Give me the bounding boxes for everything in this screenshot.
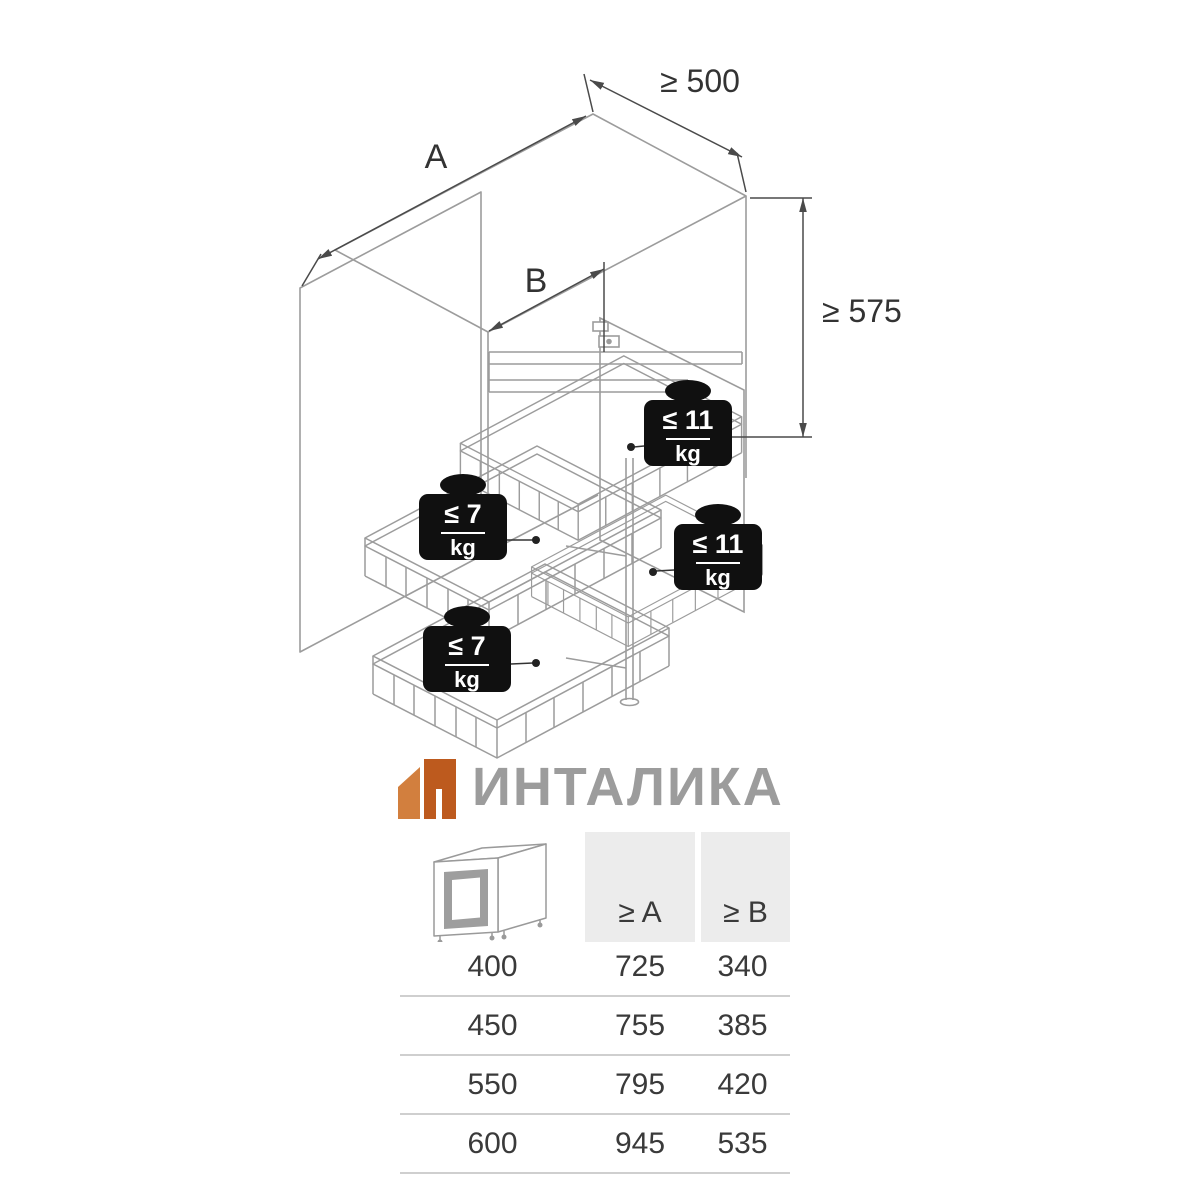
dim-label-depth-min: ≥ 500 [660, 63, 740, 99]
table-cell: 450 [467, 1008, 518, 1042]
dim-label-opening: B [525, 262, 548, 300]
dim-line-B [488, 268, 605, 332]
hinge-icon [592, 321, 609, 332]
leader-dot [649, 568, 657, 576]
leader-dot [532, 659, 540, 667]
table-cell: 400 [467, 949, 518, 983]
dimension-lines [301, 73, 812, 438]
table-cell: 550 [467, 1067, 518, 1101]
svg-text:≤ 7: ≤ 7 [444, 499, 481, 529]
cabinet-thumbnail [400, 832, 585, 942]
cabinet-thumbnail-icon [432, 843, 547, 942]
table-cell: 420 [717, 1067, 768, 1101]
svg-text:kg: kg [705, 565, 731, 590]
table-cell: 600 [467, 1126, 518, 1160]
brand-name: ИНТАЛИКА [472, 757, 784, 817]
dim-extension [301, 253, 322, 287]
svg-text:≤ 11: ≤ 11 [663, 405, 714, 435]
slide-rails [488, 351, 743, 393]
dim-line-depth [589, 79, 743, 158]
dim-extension [736, 152, 747, 193]
table-cell: 340 [717, 949, 768, 983]
table-header-row: ≥ A ≥ B [400, 832, 790, 942]
table-row: 450 755 385 [400, 995, 790, 1054]
brand-logo-icon [398, 759, 456, 819]
cabinet-side-panel [299, 191, 482, 653]
svg-text:kg: kg [450, 535, 476, 560]
svg-text:≤ 7: ≤ 7 [448, 631, 485, 661]
table-cell: 385 [717, 1008, 768, 1042]
weight-limit-top: ≤ 11 kg [627, 380, 732, 466]
weight-limit-right: ≤ 11 kg [649, 504, 762, 590]
table-row: 400 725 340 [400, 936, 790, 995]
table-cell: 725 [614, 949, 666, 983]
leader-dot [627, 443, 635, 451]
header-col-a: ≥ A [585, 832, 695, 942]
dim-label-width: A [425, 138, 448, 176]
dimension-table: ≥ A ≥ B 400 725 340 450 755 385 550 795 … [400, 832, 790, 1174]
table-cell: 795 [614, 1067, 666, 1101]
dim-label-height-min: ≥ 575 [822, 293, 902, 329]
header-col-b: ≥ B [695, 832, 790, 942]
table-row: 600 945 535 [400, 1113, 790, 1172]
brand-logo: ИНТАЛИКА [398, 752, 784, 822]
dim-extension [720, 197, 812, 438]
svg-text:kg: kg [675, 441, 701, 466]
weight-limit-bottom-left: ≤ 7 kg [423, 606, 540, 692]
corner-cabinet-technical-diagram: A B ≥ 500 ≥ 575 ≤ 11 kg ≤ 7 kg [299, 63, 902, 759]
table-cell: 755 [614, 1008, 666, 1042]
pivot-post [565, 458, 640, 707]
leader-dot [532, 536, 540, 544]
svg-text:≤ 11: ≤ 11 [693, 529, 744, 559]
dim-extension [583, 73, 594, 113]
svg-text:kg: kg [454, 667, 480, 692]
table-cell: 945 [614, 1126, 666, 1160]
table-row: 550 795 420 [400, 1054, 790, 1113]
dim-line-A [317, 115, 587, 260]
table-cell: 535 [717, 1126, 768, 1160]
weight-limit-middle-left: ≤ 7 kg [419, 474, 540, 560]
